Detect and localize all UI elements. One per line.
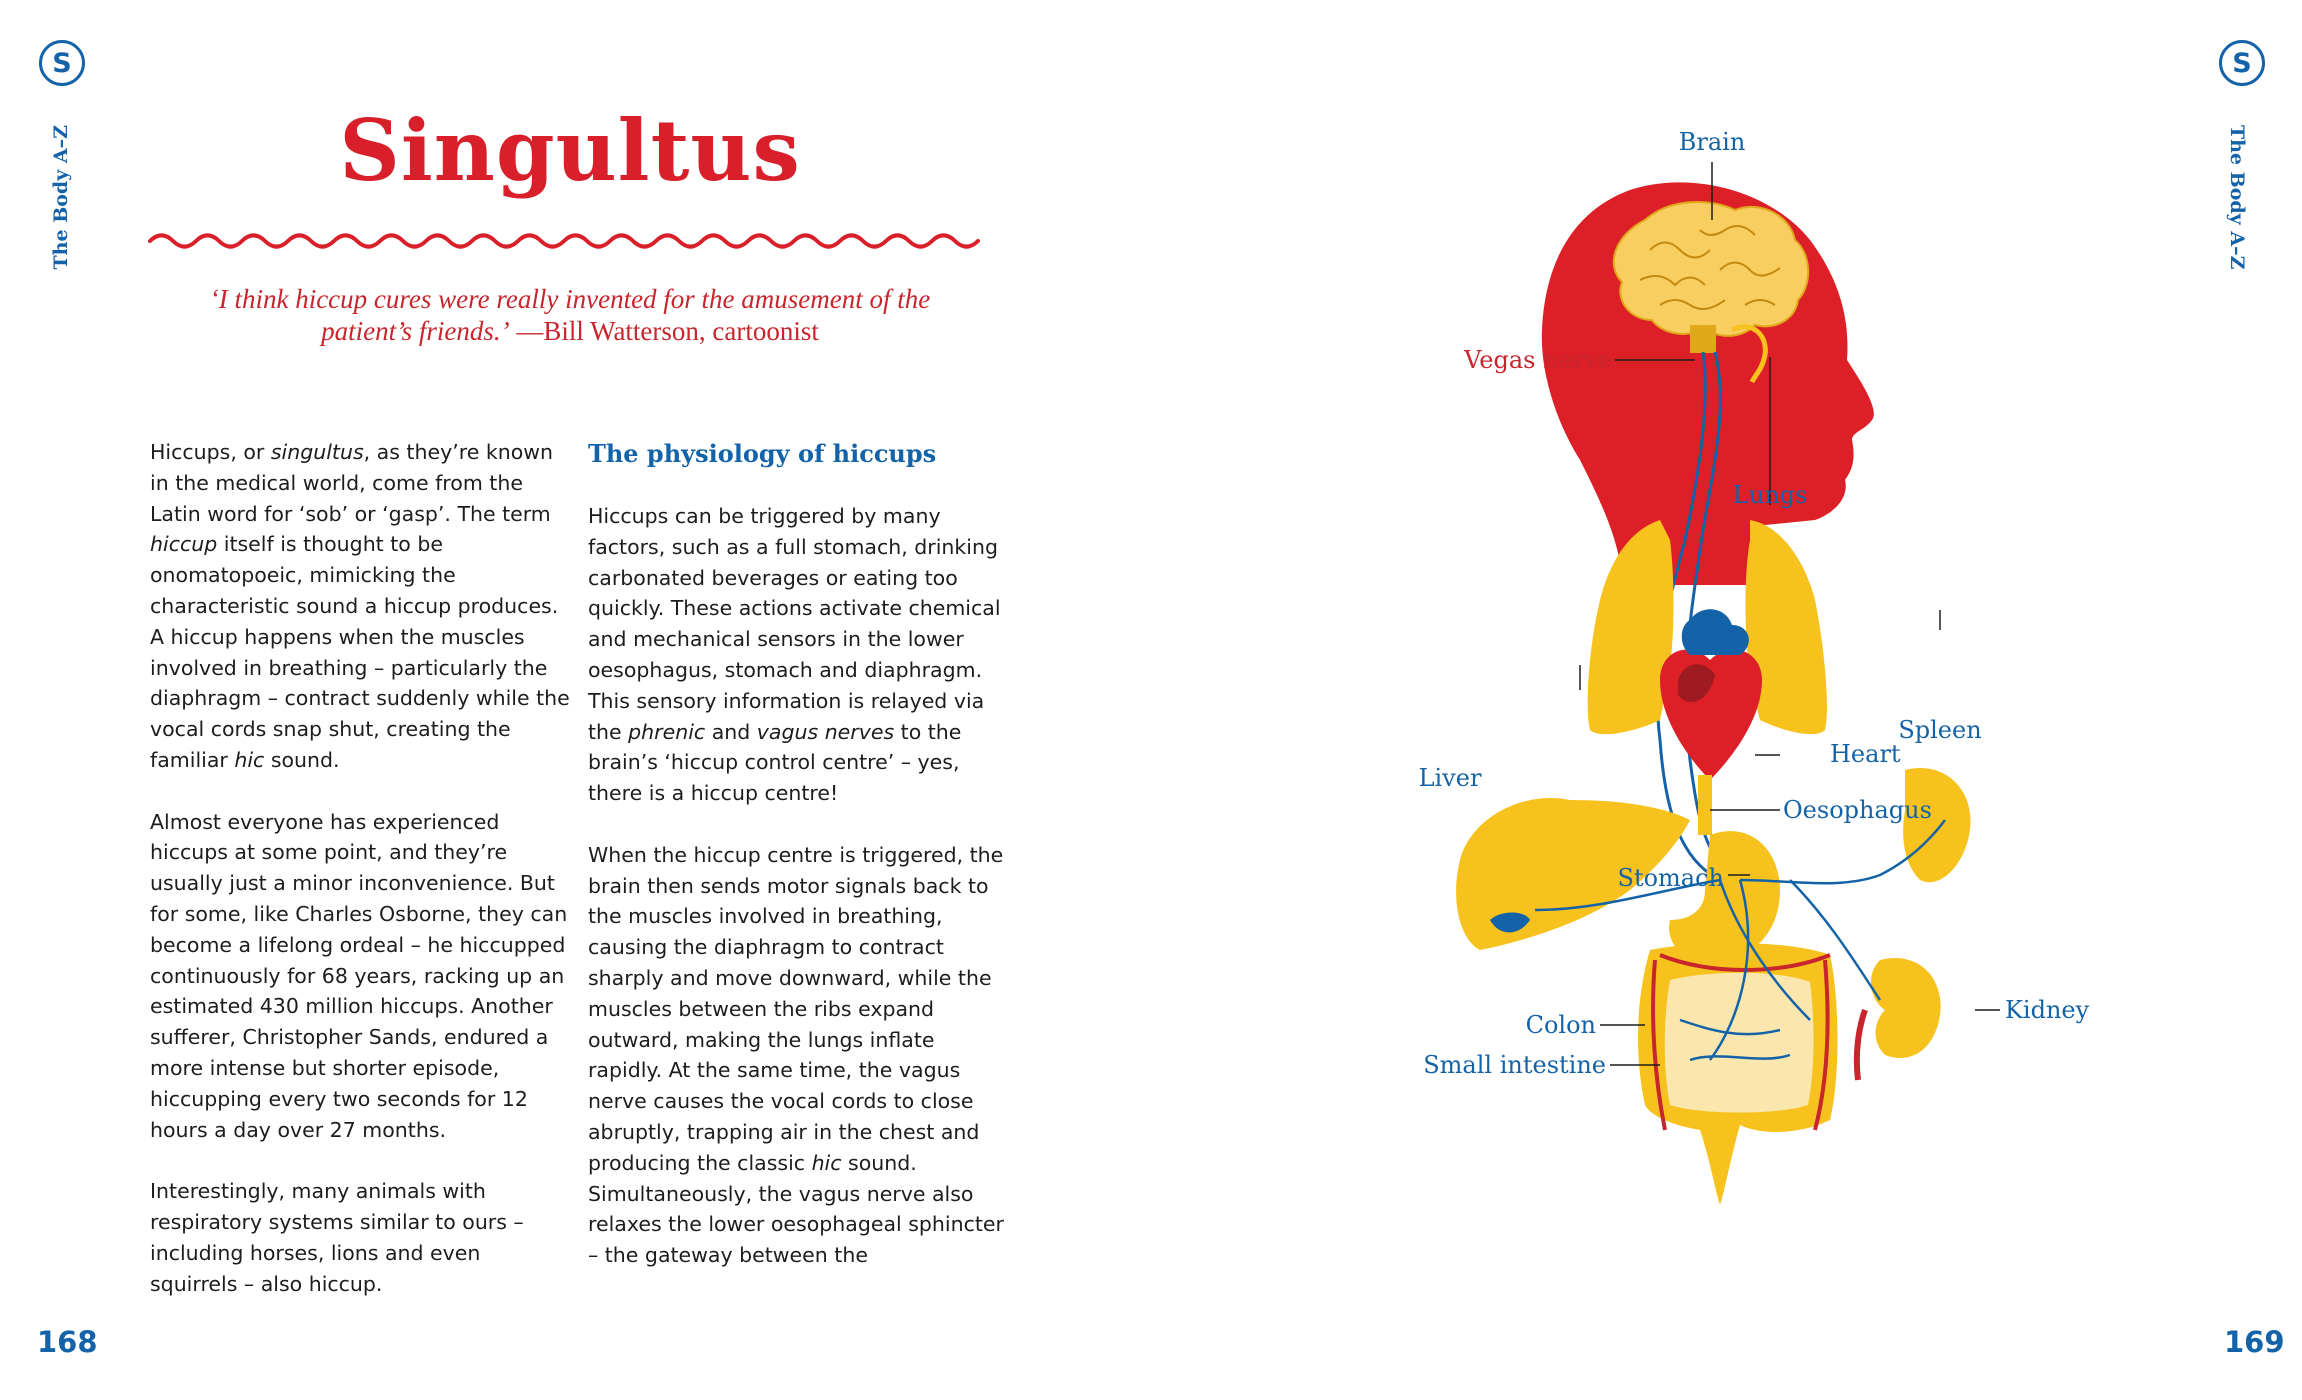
label-kidney: Kidney <box>2005 996 2090 1024</box>
left-column-paragraph: Hiccups, or singultus, as they’re known … <box>150 440 570 772</box>
liver <box>1456 798 1690 950</box>
left-column-paragraph: Interestingly, many animals with respira… <box>150 1179 524 1296</box>
anatomy-diagram: Brain Vegas nerve Lungs Heart Spleen Liv… <box>1419 128 2090 1205</box>
small-intestine <box>1664 972 1814 1113</box>
body-column-right: The physiology of hiccups Hiccups can be… <box>588 437 1008 1302</box>
ureter <box>1853 1009 1868 1081</box>
label-stomach: Stomach <box>1618 864 1725 892</box>
epigraph-quote: ‘I think hiccup cures were really invent… <box>170 283 970 347</box>
body-column-left: Hiccups, or singultus, as they’re known … <box>150 437 570 1330</box>
kidney <box>1870 958 1941 1059</box>
ear <box>1730 324 1768 384</box>
running-header-right: The Body A–Z <box>2226 125 2248 270</box>
running-header-left: The Body A–Z <box>50 125 72 270</box>
brain-folds <box>1639 225 1781 310</box>
heart-vessels <box>1681 609 1749 655</box>
label-leader-lines <box>1579 162 2000 1066</box>
page-number-right: 169 <box>2224 1325 2285 1359</box>
right-column-paragraph: Hiccups can be triggered by many factors… <box>588 504 1001 806</box>
oesophagus <box>1698 775 1712 835</box>
colon-vessel-left <box>1651 959 1667 1131</box>
section-letter-badge-left: S <box>39 40 85 86</box>
label-vegas-nerve: Vegas nerve <box>1463 346 1612 374</box>
gallbladder <box>1490 912 1530 933</box>
section-letter: S <box>52 47 72 79</box>
right-column-paragraphs: Hiccups can be triggered by many factors… <box>588 501 1008 1271</box>
quote-attribution: —Bill Watterson, cartoonist <box>516 316 819 346</box>
label-heart: Heart <box>1830 740 1901 768</box>
section-letter-badge-right: S <box>2219 40 2265 86</box>
label-lungs: Lungs <box>1733 481 1808 509</box>
spleen <box>1903 768 1971 883</box>
label-oesophagus: Oesophagus <box>1783 796 1932 824</box>
page-number-left: 168 <box>37 1325 98 1359</box>
label-brain: Brain <box>1679 128 1746 156</box>
label-spleen: Spleen <box>1898 716 1981 744</box>
right-lung <box>1745 520 1827 735</box>
left-column-paragraph: Almost everyone has experienced hiccups … <box>150 809 568 1142</box>
page-title: Singultus <box>339 101 801 200</box>
quote-text: ‘I think hiccup cures were really invent… <box>209 284 931 346</box>
heart <box>1660 649 1762 780</box>
section-heading: The physiology of hiccups <box>588 439 937 468</box>
colon-vessel-right <box>1813 959 1830 1131</box>
label-small-intestine: Small intestine <box>1423 1051 1606 1079</box>
wavy-divider <box>148 233 980 249</box>
label-colon: Colon <box>1526 1011 1596 1039</box>
label-liver: Liver <box>1419 764 1482 792</box>
heart-chamber <box>1678 664 1715 703</box>
left-lung <box>1587 520 1674 735</box>
section-letter: S <box>2232 47 2252 79</box>
right-column-paragraph: When the hiccup centre is triggered, the… <box>588 842 1004 1268</box>
nerve-branches <box>1534 819 1946 1062</box>
brain-stem <box>1690 325 1716 353</box>
